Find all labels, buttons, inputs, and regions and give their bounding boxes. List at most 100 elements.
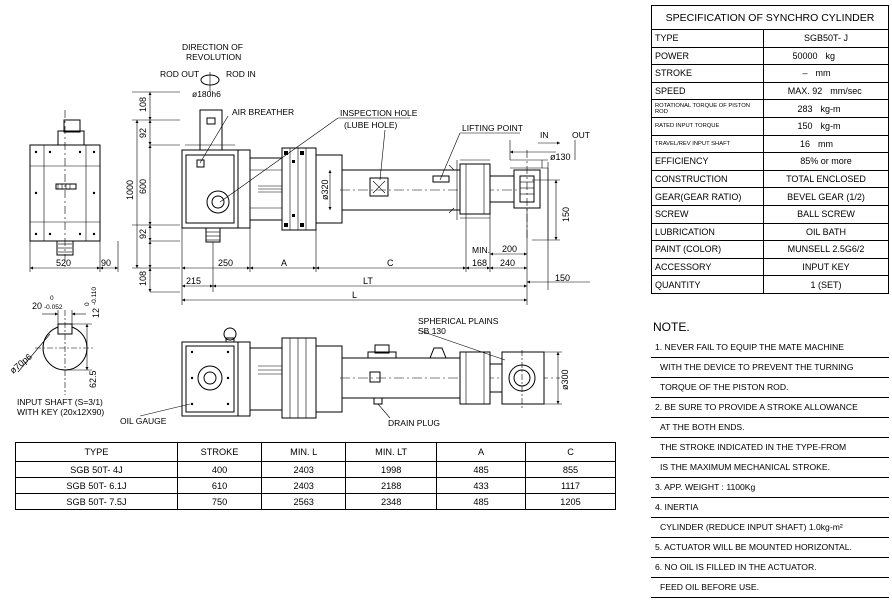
input-shaft-label: INPUT SHAFT (S=3/1)	[17, 397, 103, 407]
drain-plug-label: DRAIN PLUG	[388, 418, 440, 428]
type-table-header-cell: C	[525, 442, 616, 462]
rod-in-label: ROD IN	[226, 69, 256, 79]
main-side-view	[181, 109, 548, 243]
spec-label: GEAR(GEAR RATIO)	[651, 187, 764, 206]
type-table-cell: 750	[176, 493, 263, 510]
notes-heading: NOTE.	[653, 320, 690, 334]
lube-hole-label: (LUBE HOLE)	[344, 120, 398, 130]
spec-value-cell: –mm	[763, 64, 889, 83]
spec-label: EFFICIENCY	[651, 152, 764, 171]
type-table-header-cell: MIN. LT	[345, 442, 438, 462]
dim-90: 90	[101, 258, 111, 268]
note-line: 4. INERTIA	[651, 498, 889, 518]
type-table-cell: SGB 50T- 6.1J	[15, 477, 178, 494]
note-line: TORQUE OF THE PISTON ROD.	[651, 378, 889, 398]
dim-1000: 1000	[125, 180, 135, 200]
specification-table: SPECIFICATION OF SYNCHRO CYLINDER TYPE SG…	[651, 5, 889, 294]
spec-value: SGB50T- J	[803, 33, 848, 44]
spec-value-cell: BEVEL GEAR (1/2)	[763, 187, 889, 206]
dim-200: 200	[502, 244, 517, 254]
spec-row: QUANTITY 1 (SET)	[651, 275, 889, 294]
dim-520: 520	[56, 258, 71, 268]
note-line: 5. ACTUATOR WILL BE MOUNTED HORIZONTAL.	[651, 538, 889, 558]
spec-unit: mm/sec	[830, 86, 862, 97]
type-table-header-cell: MIN. L	[261, 442, 347, 462]
type-table-cell: 610	[176, 477, 263, 494]
inspection-hole-label: INSPECTION HOLE	[340, 108, 418, 118]
spec-value-cell: MAX. 92 mm/sec	[763, 81, 889, 101]
spec-row: PAINT (COLOR)MUNSELL 2.5G6/2	[651, 240, 889, 259]
note-line: THE STROKE INDICATED IN THE TYPE-FROM	[651, 438, 889, 458]
dia-300-label: ø300	[560, 369, 570, 390]
spec-value-cell: 85% or more	[763, 152, 889, 171]
spec-value: BEVEL GEAR (1/2)	[787, 191, 865, 202]
vertical-dimensions	[132, 91, 180, 293]
spec-unit: mm	[818, 138, 833, 149]
type-table-cell: SGB 50T- 4J	[15, 461, 178, 478]
spec-unit: kg-m	[820, 103, 841, 114]
spec-label: QUANTITY	[651, 275, 764, 294]
spec-value-cell: TOTAL ENCLOSED	[763, 169, 889, 189]
dim-600: 600	[138, 179, 148, 194]
direction-label: DIRECTION OF	[182, 42, 243, 52]
dim-108-top: 108	[138, 97, 148, 112]
note-line: 1. NEVER FAIL TO EQUIP THE MATE MACHINE	[651, 338, 889, 358]
note-line: FEED OIL BEFORE USE.	[651, 578, 889, 598]
key-section-view	[17, 310, 95, 395]
dim-20: 20	[32, 301, 42, 311]
spec-row: TYPE SGB50T- J	[651, 29, 889, 48]
spec-unit: kg-m	[820, 121, 841, 132]
spec-value: 50000	[792, 50, 818, 61]
type-table-header-cell: STROKE	[176, 442, 263, 462]
dim-150-horizontal: 150	[555, 273, 570, 283]
type-table-cell: 1205	[525, 493, 616, 510]
dia-70-label: ø70p6	[8, 351, 34, 375]
spec-value: 1 (SET)	[810, 279, 842, 290]
spec-value: MAX. 92	[787, 86, 823, 97]
note-line: CYLINDER (REDUCE INPUT SHAFT) 1.0kg-m²	[651, 518, 889, 538]
spec-value: OIL BATH	[805, 226, 846, 237]
spec-value: BALL SCREW	[797, 209, 855, 220]
type-table-cell: 485	[436, 493, 527, 510]
min-label: MIN.	[472, 245, 490, 255]
spec-value: 150	[797, 121, 813, 132]
note-line: IS THE MAXIMUM MECHANICAL STROKE.	[651, 458, 889, 478]
type-table-header-cell: A	[436, 442, 527, 462]
in-label: IN	[540, 130, 549, 140]
plan-view	[139, 327, 562, 419]
spec-label: TYPE	[651, 29, 764, 48]
type-table-cell: 2348	[345, 493, 438, 510]
spec-row: GEAR(GEAR RATIO) BEVEL GEAR (1/2)	[651, 187, 889, 206]
spec-value-cell: SGB50T- J	[763, 29, 889, 48]
spec-label: SCREW	[651, 204, 764, 224]
dim-240: 240	[500, 258, 515, 268]
spec-label: STROKE	[651, 64, 764, 83]
spec-value-cell: 150 kg-m	[763, 116, 889, 136]
tol-20: -0.052	[44, 304, 63, 311]
oil-gauge-label: OIL GAUGE	[120, 416, 167, 426]
type-table-cell: SGB 50T- 7.5J	[15, 493, 178, 510]
dia-130-label: ø130	[550, 152, 571, 162]
spec-label: LUBRICATION	[651, 222, 764, 242]
note-line: WITH THE DEVICE TO PREVENT THE TURNING	[651, 358, 889, 378]
spec-label: ROTATIONAL TORQUE OF PISTON ROD	[651, 99, 764, 118]
type-table-cell: 400	[176, 461, 263, 478]
spec-value-cell: INPUT KEY	[763, 257, 889, 277]
spec-title: SPECIFICATION OF SYNCHRO CYLINDER	[651, 5, 889, 30]
note-line: 2. BE SURE TO PROVIDE A STROKE ALLOWANCE	[651, 398, 889, 418]
dim-92-top: 92	[138, 128, 148, 138]
note-line: 6. NO OIL IS FILLED IN THE ACTUATOR.	[651, 558, 889, 578]
spec-row: LUBRICATION OIL BATH	[651, 222, 889, 242]
spec-row: SCREW BALL SCREW	[651, 204, 889, 224]
